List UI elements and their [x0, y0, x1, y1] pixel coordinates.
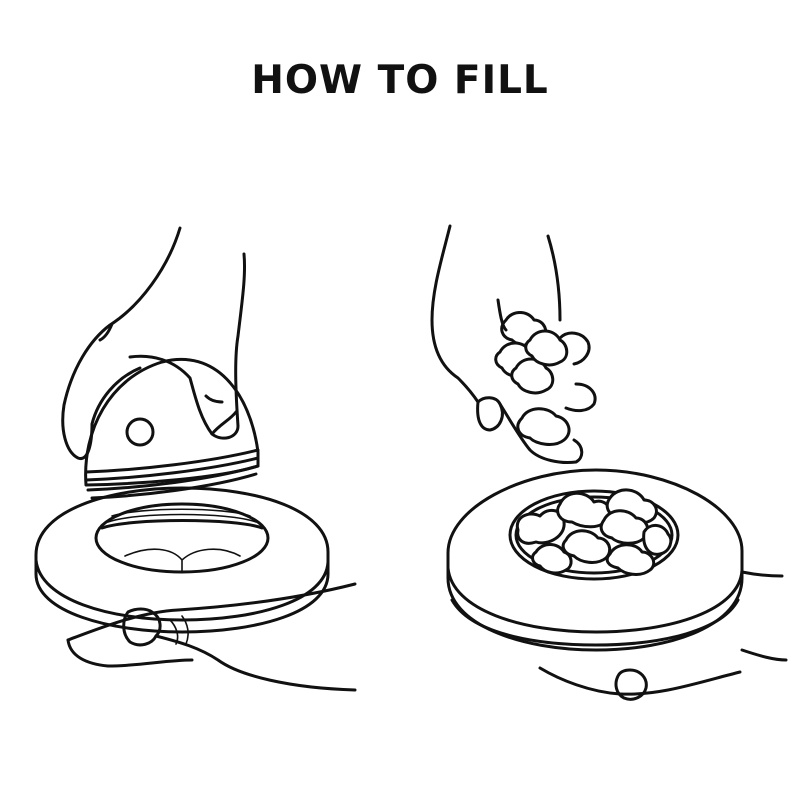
step-add-herbs: [430, 224, 788, 701]
left-hand-under-base: [66, 582, 357, 692]
page-title: HOW TO FILL: [251, 58, 549, 103]
left-hand-under-filled-base: [538, 570, 788, 701]
lid: [84, 357, 260, 500]
step-remove-lid: [34, 226, 357, 692]
hand-dropping-herbs: [430, 224, 597, 464]
right-hand-on-lid: [61, 226, 247, 460]
herb-pile: [515, 488, 673, 576]
